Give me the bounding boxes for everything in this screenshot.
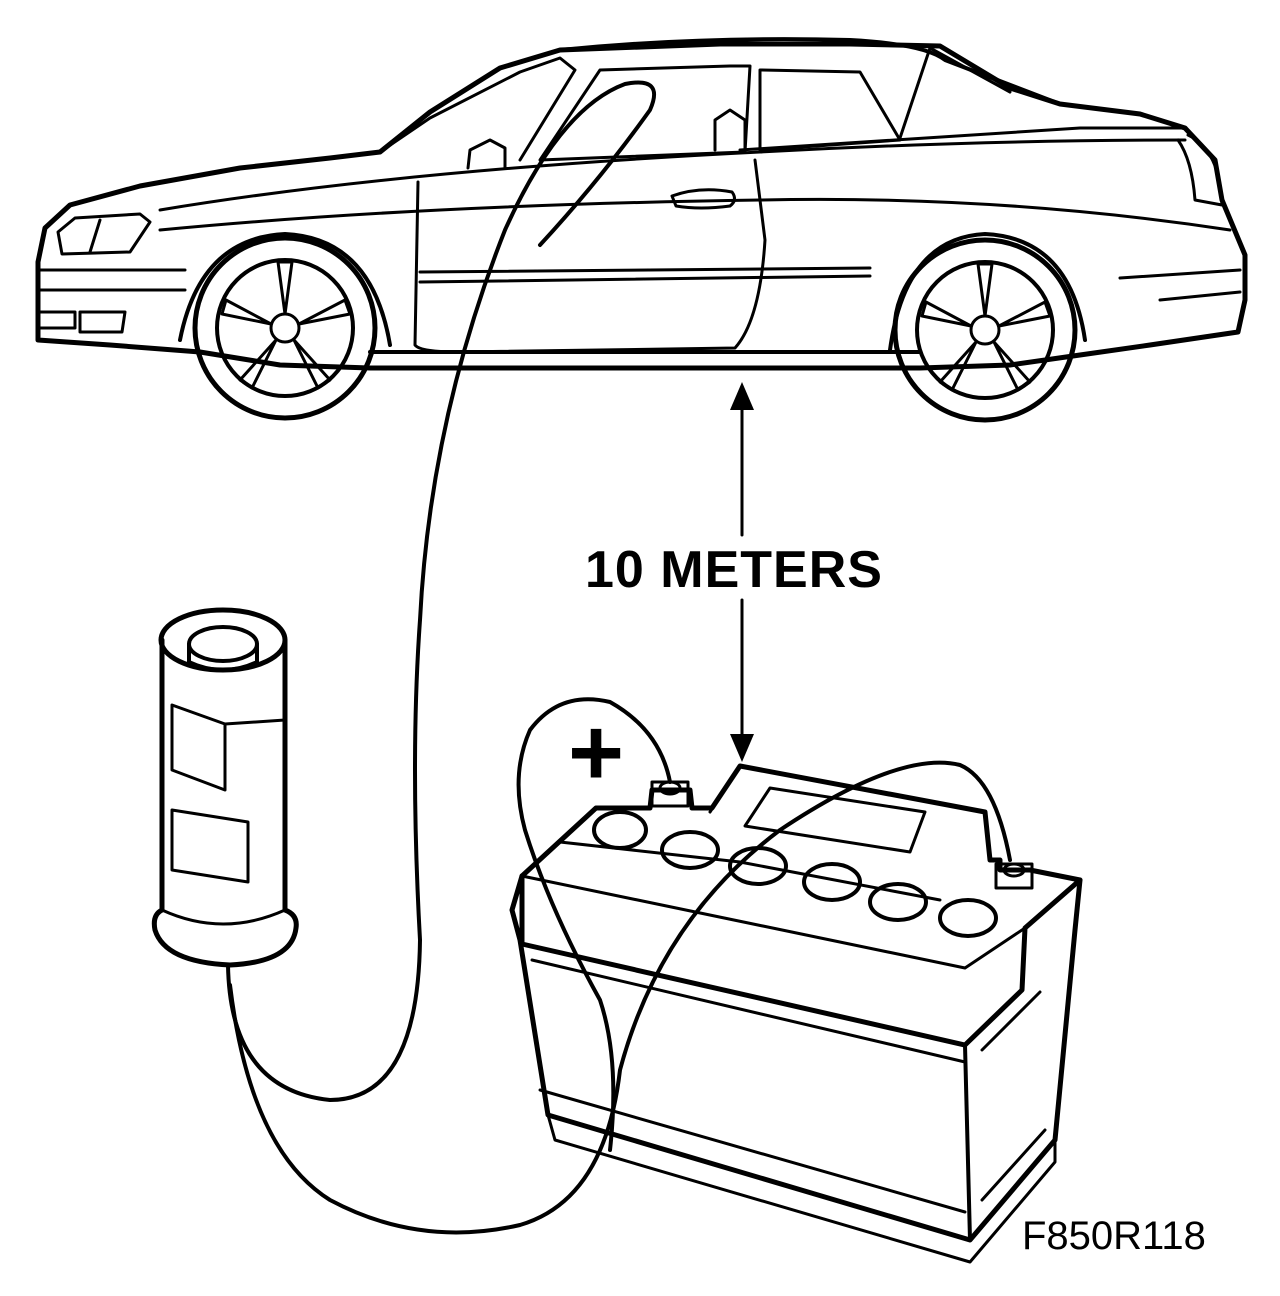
car-windshield <box>378 56 577 162</box>
battery-positive-terminal <box>650 780 690 808</box>
car-headlight <box>56 212 152 256</box>
cylinder-label-upper <box>170 703 227 792</box>
battery-negative-terminal <box>994 862 1034 890</box>
cable-to-car-loop <box>226 80 657 1102</box>
distance-label: 10 METERS <box>585 541 883 599</box>
battery-cell-caps <box>592 810 998 938</box>
cylinder-tool <box>151 607 299 968</box>
car-side-window <box>538 64 752 162</box>
cylinder-label-lower <box>170 808 250 884</box>
car-soft-top <box>558 37 1062 106</box>
car-fog-light <box>78 310 127 334</box>
car-battery <box>509 763 1083 1264</box>
battery-label-window <box>743 786 927 854</box>
arrow-head-down <box>730 734 754 762</box>
car-door-handle <box>670 188 737 210</box>
cables <box>226 80 1012 1235</box>
car-front-wheel <box>178 232 392 421</box>
positive-polarity-label: + <box>568 699 625 806</box>
figure-id-label: F850R118 <box>1022 1214 1206 1258</box>
car-rear-wheel <box>888 232 1087 423</box>
distance-arrow <box>730 382 754 762</box>
battery-case <box>509 873 1083 1243</box>
car-door <box>413 158 767 354</box>
convertible-car <box>35 37 1248 423</box>
arrow-head-up <box>730 382 754 410</box>
cable-positive-lead <box>516 697 672 1152</box>
car-body-outline <box>35 41 1248 371</box>
cable-tool-to-battery <box>228 760 1012 1235</box>
car-taillight <box>1176 133 1224 207</box>
